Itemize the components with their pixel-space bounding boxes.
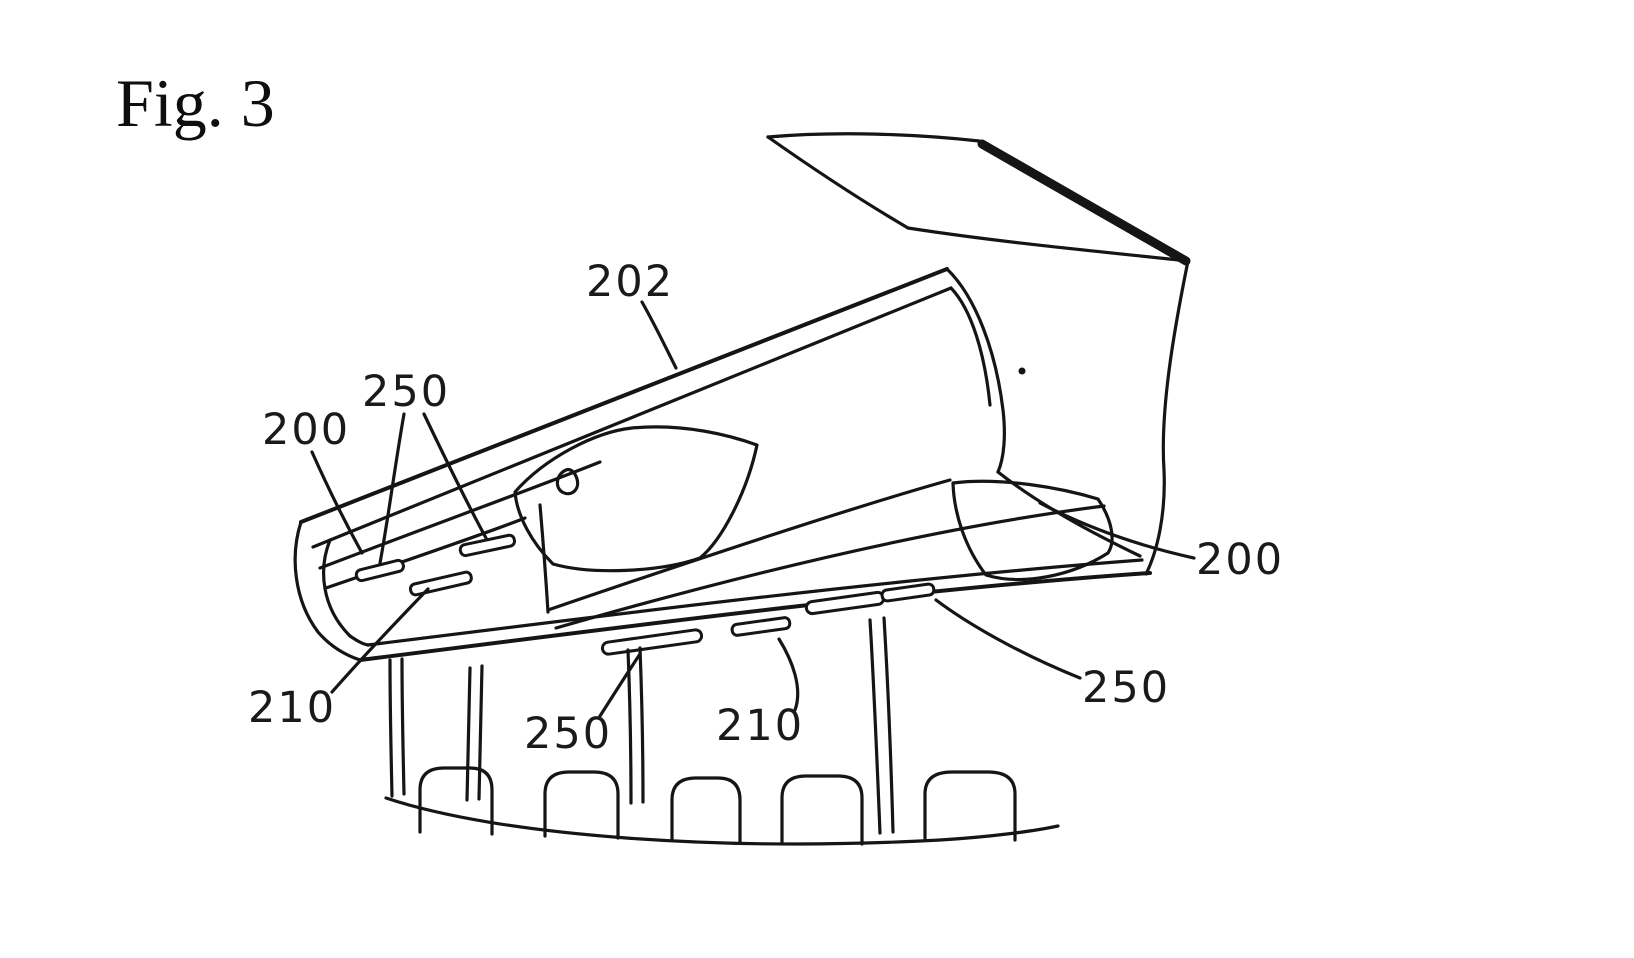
ref-label-200-right: 200 <box>1196 535 1284 585</box>
vent-slot <box>804 590 886 616</box>
right-border-edge <box>1144 259 1190 576</box>
support-strut <box>638 646 645 804</box>
fin-bottom-edge <box>906 226 1190 263</box>
leader-line-200-left <box>310 450 364 555</box>
ref-label-202: 202 <box>586 257 674 307</box>
leader-line-200-right <box>1038 501 1196 560</box>
window-cutout-right <box>951 479 1114 582</box>
leader-lines <box>310 300 1196 718</box>
support-struts <box>388 616 895 835</box>
vent-slot <box>408 570 473 597</box>
window-cutouts <box>513 425 1114 582</box>
leader-line-210-bottom <box>777 637 800 712</box>
panel-face-section-divider <box>538 503 550 614</box>
panel-right-endcap-inner <box>949 286 992 407</box>
fin-left-edge <box>766 135 910 230</box>
ref-label-200-left: 200 <box>262 405 350 455</box>
panel-right-endcap-outer <box>945 267 1006 474</box>
support-strut <box>477 664 484 801</box>
figure-title: Fig. 3 <box>116 65 275 141</box>
support-strut <box>868 618 882 835</box>
vent-slot <box>880 582 936 603</box>
support-strut <box>400 657 406 796</box>
leader-line-250-top-a <box>378 412 406 565</box>
support-strut <box>388 658 394 798</box>
seat-back <box>670 776 742 844</box>
leader-line-250-right <box>934 598 1082 680</box>
small-squiggle-mark <box>555 467 580 496</box>
leader-line-250-bottom <box>598 652 642 718</box>
ref-label-250-right: 250 <box>1082 663 1170 713</box>
panel-bottom-left-joint <box>348 634 370 647</box>
ref-label-210-bottom: 210 <box>716 701 804 751</box>
panel-left-bracket-curve <box>322 538 352 638</box>
seat-back <box>780 774 864 846</box>
panel-bottom-outer-edge <box>358 571 1152 662</box>
leader-line-202 <box>640 300 678 370</box>
vent-slot <box>458 533 516 558</box>
fin-dark-swept-edge <box>977 139 1191 266</box>
ref-label-210-left: 210 <box>248 683 336 733</box>
seat-backs <box>384 766 1060 846</box>
ref-label-250-bottom: 250 <box>524 709 612 759</box>
panel-left-endcap-outer <box>293 520 362 662</box>
drawing-strokes <box>293 132 1196 846</box>
leader-line-250-top-b <box>422 412 488 540</box>
tail-fin-shape <box>766 132 1191 576</box>
vent-slot <box>730 616 792 637</box>
leader-line-210-left <box>330 587 430 694</box>
small-ink-dot <box>1018 367 1026 375</box>
panel-bottom-inner-edge <box>366 558 1144 647</box>
panel-top-inner-line <box>311 286 953 549</box>
seat-back <box>923 770 1017 842</box>
vent-slot <box>600 628 704 656</box>
panel-face-diagonal-seam-2 <box>554 504 1106 630</box>
ref-label-250-top: 250 <box>362 367 450 417</box>
support-strut <box>882 616 895 834</box>
support-strut <box>465 666 472 802</box>
floor-baseline <box>384 796 1060 846</box>
window-cutout-center <box>513 425 759 573</box>
overhead-panel-outline <box>293 267 1152 662</box>
fin-top-edge <box>766 132 981 143</box>
seat-back <box>543 770 620 840</box>
support-strut <box>626 648 633 805</box>
panel-top-outer-line <box>299 267 949 524</box>
panel-face-diagonal-seam-1 <box>546 478 952 612</box>
seat-back <box>418 766 494 836</box>
vent-slot <box>354 558 405 583</box>
